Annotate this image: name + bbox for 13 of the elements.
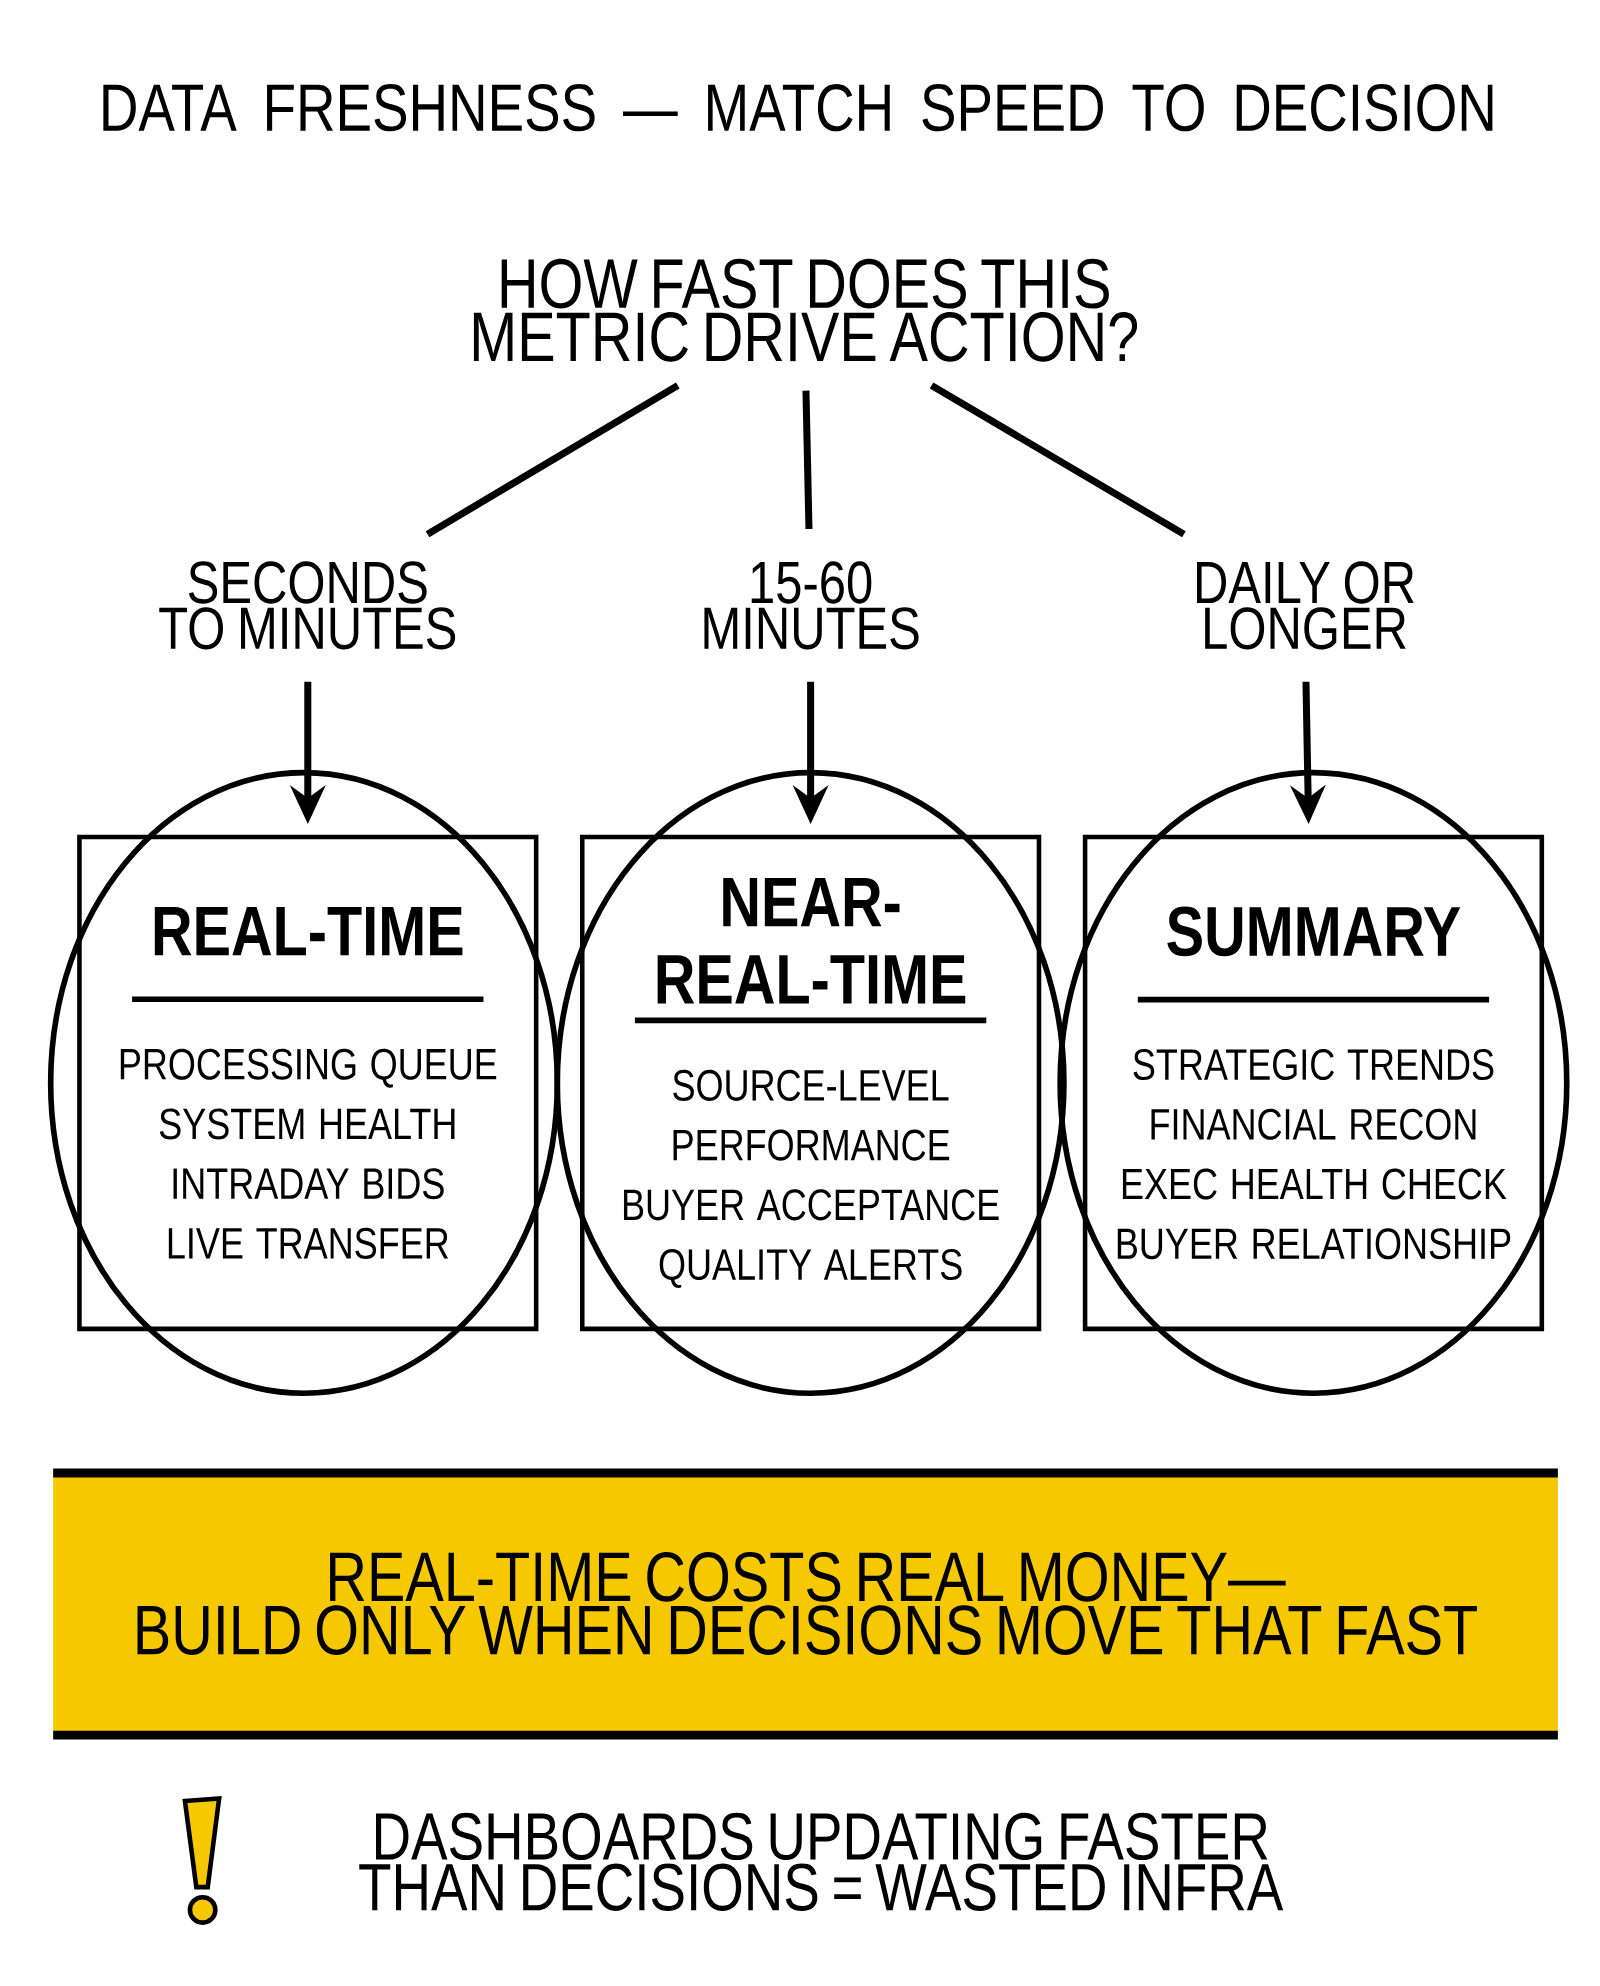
connector-line: [930, 382, 1186, 538]
connector-line: [425, 382, 680, 538]
warning-note: DASHBOARDS UPDATING FASTER THAN DECISIONS = WASTED INFRA: [359, 1812, 1284, 1911]
category-box: NEAR-REAL-TIME SOURCE-LEVEL PERFORMANCE BUYER ACCEPTANCE QUALITY ALERTS: [580, 834, 1042, 1332]
time-label: SECONDS TO MINUTES: [159, 561, 456, 650]
category-box: REAL-TIME PROCESSING QUEUE SYSTEM HEALTH INTRADAY BIDS LIVE TRANSFER: [77, 834, 539, 1332]
time-label: 15-60 MINUTES: [704, 561, 919, 650]
time-label: DAILY OR LONGER: [1197, 561, 1414, 650]
category-box: SUMMARY STRATEGIC TRENDS FINANCIAL RECON EXEC HEALTH CHECK BUYER RELATIONSHIP: [1082, 834, 1545, 1332]
highlight-banner: REAL-TIME COSTS REAL MONEY— BUILD ONLY WHEN DECISIONS MOVE THAT FAST: [53, 1468, 1559, 1740]
title: DATA FRESHNESS — MATCH SPEED TO DECISION: [103, 84, 1493, 132]
question-text: HOW FAST DOES THIS METRIC DRIVE ACTION?: [474, 258, 1138, 362]
connector-line: [802, 390, 813, 530]
